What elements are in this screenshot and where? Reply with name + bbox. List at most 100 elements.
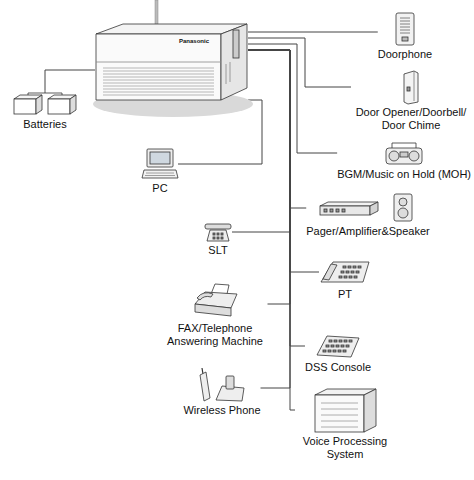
icon-shape (339, 340, 342, 342)
icon-shape (103, 83, 214, 84)
icon-shape (103, 74, 214, 75)
icon-shape (409, 151, 419, 161)
icon-shape (150, 152, 170, 164)
icon-shape (354, 276, 357, 278)
icon-shape (400, 27, 410, 28)
icon-shape (324, 209, 327, 212)
pc-device: PC (142, 148, 178, 195)
cable-line (248, 50, 290, 304)
icon-shape (145, 173, 175, 176)
device-icon (401, 70, 421, 104)
cable-line (248, 50, 306, 208)
icon-shape (398, 208, 408, 218)
icon-shape (320, 206, 370, 215)
icon-shape (103, 92, 214, 93)
device-label: DSS Console (305, 361, 371, 374)
pager-device: Pager/Amplifier&Speaker (306, 193, 430, 238)
device-label: FAX/Telephone Answering Machine (163, 322, 268, 348)
phone-device: PT (319, 258, 371, 301)
icon-shape (356, 271, 359, 273)
icon-shape (226, 376, 234, 389)
brand-logo: Panasonic (179, 38, 209, 45)
icon-shape (103, 89, 214, 90)
icon-shape (338, 350, 341, 352)
voice-system-device: Voice Processing System (295, 387, 395, 461)
device-label: BGM/Music on Hold (MOH) (337, 168, 471, 181)
icon-shape (330, 209, 333, 212)
phone-device: SLT (204, 222, 232, 257)
battery-device: Batteries (12, 90, 78, 131)
device-icon (313, 387, 378, 433)
icon-shape (344, 276, 347, 278)
icon-shape (336, 345, 339, 347)
icon-shape (320, 202, 378, 206)
icon-shape (346, 345, 349, 347)
icon-shape (103, 68, 214, 69)
wireless-phone-device: Wireless Phone (183, 368, 260, 417)
device-label: Batteries (12, 118, 78, 131)
icon-shape (14, 99, 36, 114)
icon-shape (221, 237, 223, 239)
icon-shape (321, 262, 369, 282)
device-label: PC (142, 182, 178, 195)
icon-shape (103, 80, 214, 81)
icon-shape (348, 266, 351, 268)
icon-shape (339, 276, 342, 278)
icon-shape (414, 71, 415, 101)
icon-shape (344, 340, 347, 342)
device-label: Pager/Amplifier&Speaker (306, 225, 430, 238)
device-label: SLT (204, 244, 232, 257)
icon-shape (321, 403, 358, 404)
icon-shape (349, 340, 352, 342)
icon-shape (226, 62, 230, 84)
icon-shape (351, 271, 354, 273)
device-icon (198, 368, 246, 402)
icon-shape (343, 266, 346, 268)
icon-shape (331, 345, 334, 347)
cable-line (248, 38, 351, 87)
device-icon (384, 140, 424, 166)
icon-shape (386, 148, 422, 164)
device-icon (315, 333, 360, 359)
icon-shape (103, 71, 214, 72)
icon-shape (315, 395, 364, 432)
icon-shape (323, 350, 326, 352)
cable-line (248, 50, 319, 272)
icon-shape (321, 427, 358, 428)
icon-shape (341, 271, 344, 273)
icon-shape (343, 350, 346, 352)
icon-shape (336, 209, 339, 212)
device-label: PT (319, 288, 371, 301)
console-device: DSS Console (305, 333, 371, 374)
device-icon (204, 222, 232, 242)
device-label: Door Opener/Doorbell/ Door Chime (351, 106, 471, 132)
icon-shape (334, 340, 337, 342)
icon-shape (400, 33, 410, 34)
icon-shape (400, 18, 410, 19)
icon-shape (321, 415, 358, 416)
icon-shape (349, 276, 352, 278)
icon-shape (36, 95, 42, 114)
icon-shape (233, 30, 239, 58)
icon-shape (205, 224, 231, 229)
icon-shape (400, 152, 408, 157)
icon-shape (333, 350, 336, 352)
icon-shape (207, 230, 229, 241)
icon-shape (407, 87, 410, 91)
icon-shape (213, 233, 215, 235)
fax-device: FAX/Telephone Answering Machine (163, 282, 268, 348)
device-icon (12, 90, 78, 116)
icon-shape (202, 368, 203, 374)
icon-shape (328, 350, 331, 352)
device-icon (320, 193, 415, 223)
icon-shape (147, 149, 173, 167)
icon-shape (392, 143, 416, 148)
icon-shape (342, 209, 345, 212)
icon-shape (404, 71, 418, 104)
icon-shape (197, 293, 213, 300)
device-label: Doorphone (378, 48, 432, 61)
icon-shape (364, 389, 376, 432)
pbx-unit: Panasonic (95, 0, 248, 118)
icon-shape (103, 77, 214, 78)
cable-line (248, 50, 295, 410)
